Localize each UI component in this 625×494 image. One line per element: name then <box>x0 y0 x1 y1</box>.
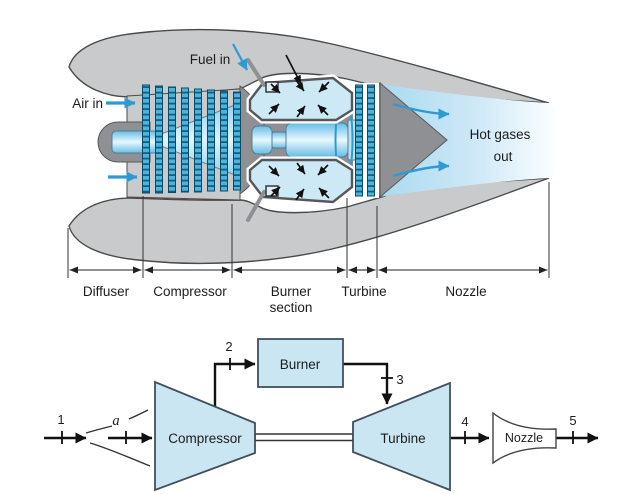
nozzle-block <box>492 411 557 465</box>
station-schematic: 1 a 2 3 4 5 Compressor Burner Turbine No… <box>44 338 599 492</box>
section-label-compressor: Compressor <box>153 284 227 299</box>
station-ticks <box>61 358 574 444</box>
compressor-blades <box>142 84 241 194</box>
shaft-link <box>254 433 354 442</box>
tail-cone <box>379 81 448 199</box>
flow-arrows-blue <box>106 43 450 183</box>
fuel-in-arrow <box>232 43 248 71</box>
exhaust-arrow-lower <box>392 160 450 178</box>
front-shaft <box>111 130 159 154</box>
section-label-diffuser: Diffuser <box>83 284 130 299</box>
section-label-burner-line2: section <box>270 300 313 315</box>
flow-line-station3 <box>343 362 393 405</box>
hot-gases-label-line2: out <box>494 149 513 164</box>
flow-line-station2 <box>213 358 256 407</box>
station-4-label: 4 <box>461 414 468 429</box>
station-3-label: 3 <box>396 372 403 387</box>
turbine-blades <box>355 84 375 197</box>
engine-cutaway: Air in Fuel in Hot gases out Diffu <box>67 28 560 315</box>
station-a-label: a <box>112 413 119 429</box>
burner-block <box>257 338 344 388</box>
section-label-nozzle: Nozzle <box>445 284 486 299</box>
station-2-label: 2 <box>225 339 232 354</box>
turbine-block <box>352 381 451 492</box>
section-label-turbine: Turbine <box>341 284 386 299</box>
burner-block-label: Burner <box>280 357 321 372</box>
exhaust-arrow-upper <box>392 102 450 120</box>
nozzle-block-label: Nozzle <box>505 431 543 445</box>
capture-streamtube <box>85 409 151 467</box>
air-mix-arrows <box>268 54 330 201</box>
fuel-in-label: Fuel in <box>190 52 231 67</box>
air-in-label: Air in <box>72 96 103 111</box>
hot-gases-label-line1: Hot gases <box>470 127 531 142</box>
core-shaft <box>251 119 359 161</box>
section-label-burner-line1: Burner <box>271 284 312 299</box>
extension-lines <box>67 182 550 278</box>
burner-can-bottom <box>246 156 356 206</box>
compressor-block-label: Compressor <box>168 431 242 446</box>
turbine-block-label: Turbine <box>380 431 425 446</box>
schematic-flow-lines <box>44 358 599 444</box>
station-5-label: 5 <box>569 413 576 428</box>
compressor-block <box>154 380 256 492</box>
station-1-label: 1 <box>57 412 64 427</box>
